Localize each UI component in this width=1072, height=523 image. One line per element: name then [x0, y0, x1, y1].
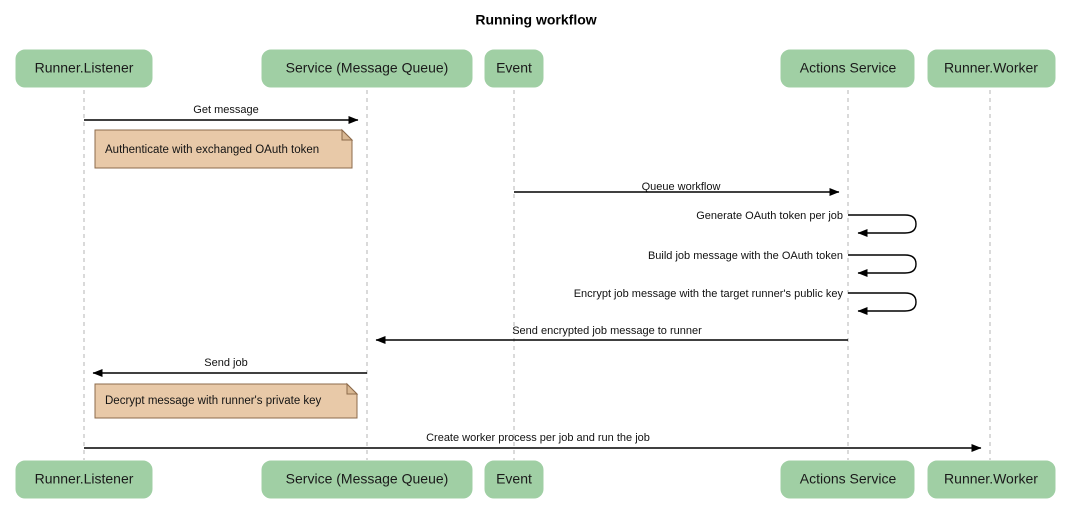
participant-actions-service-top[interactable]: Actions Service [780, 49, 915, 88]
participant-box[interactable] [927, 49, 1056, 88]
participant-runner-worker-top[interactable]: Runner.Worker [927, 49, 1056, 88]
participant-event-top[interactable]: Event [484, 49, 544, 88]
note-decrypt-message-private-key: Decrypt message with runner's private ke… [94, 382, 359, 419]
message-label: Queue workflow [642, 181, 721, 193]
message-label: Create worker process per job and run th… [426, 432, 650, 444]
page-title: Running workflow [475, 12, 596, 28]
participant-label: Actions Service [800, 471, 897, 487]
participants-top: Runner.Listener Service (Message Queue) … [15, 49, 1056, 88]
participant-box[interactable] [261, 49, 473, 88]
self-loop-arrow[interactable] [848, 214, 917, 237]
participant-box[interactable] [484, 49, 544, 88]
participant-box[interactable] [15, 49, 153, 88]
participant-label: Actions Service [800, 60, 897, 76]
participant-box[interactable] [780, 460, 915, 499]
message-label: Send encrypted job message to runner [512, 325, 702, 337]
message-queue-workflow[interactable]: Queue workflow [514, 181, 840, 196]
participant-label: Runner.Listener [35, 60, 134, 76]
message-generate-oauth-token-per-job[interactable]: Generate OAuth token per job [696, 210, 917, 237]
participant-runner-worker-bottom[interactable]: Runner.Worker [927, 460, 1056, 499]
message-get-message[interactable]: Get message [84, 104, 359, 124]
participant-event-bottom[interactable]: Event [484, 460, 544, 499]
note-authenticate-oauth-token: Authenticate with exchanged OAuth token [94, 128, 354, 169]
message-send-encrypted-job-message-to-runner[interactable]: Send encrypted job message to runner [375, 325, 848, 344]
message-encrypt-job-message-public-key[interactable]: Encrypt job message with the target runn… [574, 288, 917, 315]
participant-label: Runner.Worker [944, 60, 1038, 76]
participant-service-message-queue-bottom[interactable]: Service (Message Queue) [261, 460, 473, 499]
message-label: Build job message with the OAuth token [648, 250, 843, 262]
message-label: Generate OAuth token per job [696, 210, 843, 222]
lifelines-layer [83, 90, 991, 460]
participant-box[interactable] [15, 460, 153, 499]
message-label: Encrypt job message with the target runn… [574, 288, 844, 300]
participant-label: Runner.Worker [944, 471, 1038, 487]
message-send-job[interactable]: Send job [92, 357, 367, 377]
message-label: Get message [193, 104, 258, 116]
participant-label: Service (Message Queue) [286, 60, 449, 76]
note-label: Decrypt message with runner's private ke… [105, 395, 322, 407]
participant-box[interactable] [261, 460, 473, 499]
participant-box[interactable] [780, 49, 915, 88]
participant-runner-listener-bottom[interactable]: Runner.Listener [15, 460, 153, 499]
participant-box[interactable] [927, 460, 1056, 499]
note-shape [94, 383, 358, 419]
note-fold-corner [341, 128, 354, 141]
messages-layer: Get message Queue workflow Generate OAut… [84, 104, 982, 452]
participants-bottom: Runner.Listener Service (Message Queue) … [15, 460, 1056, 499]
participant-label: Service (Message Queue) [286, 471, 449, 487]
participant-label: Event [496, 471, 532, 487]
message-create-worker-process[interactable]: Create worker process per job and run th… [84, 432, 982, 452]
message-build-job-message-with-oauth-token[interactable]: Build job message with the OAuth token [648, 250, 917, 277]
note-label: Authenticate with exchanged OAuth token [105, 144, 319, 156]
participant-service-message-queue-top[interactable]: Service (Message Queue) [261, 49, 473, 88]
participant-label: Event [496, 60, 532, 76]
self-loop-arrow[interactable] [848, 292, 917, 315]
message-label: Send job [204, 357, 247, 369]
participant-runner-listener-top[interactable]: Runner.Listener [15, 49, 153, 88]
participant-label: Runner.Listener [35, 471, 134, 487]
note-shape [94, 129, 353, 169]
notes-layer: Authenticate with exchanged OAuth token … [94, 128, 359, 419]
participant-box[interactable] [484, 460, 544, 499]
note-fold-corner [346, 382, 359, 395]
self-loop-arrow[interactable] [848, 254, 917, 277]
participant-actions-service-bottom[interactable]: Actions Service [780, 460, 915, 499]
